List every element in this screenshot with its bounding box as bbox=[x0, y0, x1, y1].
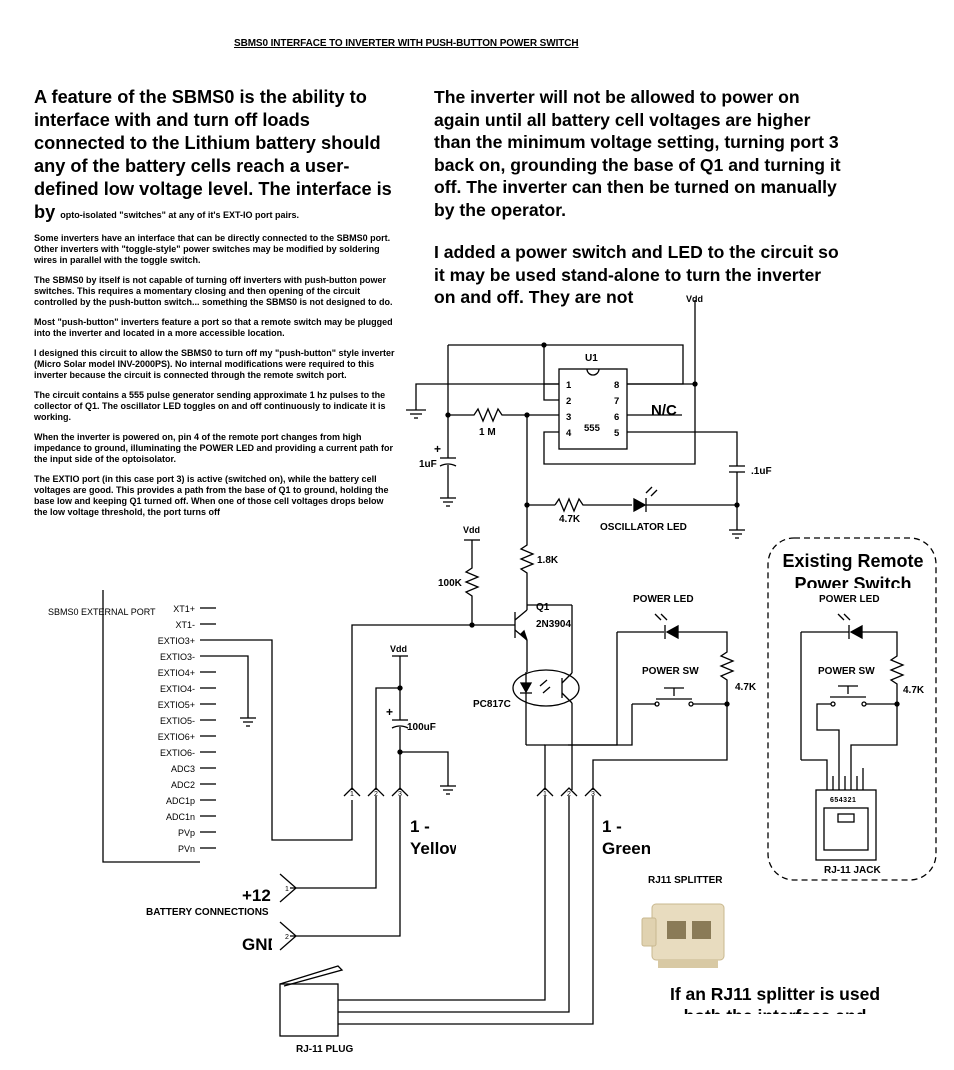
right-paragraph-2: I added a power switch and LED to the ci… bbox=[434, 242, 839, 307]
u1-pin-1: 1 bbox=[566, 380, 572, 391]
gnd-label: GND bbox=[242, 935, 272, 954]
opto-label: PC817C bbox=[473, 699, 511, 710]
sbms-pin-xt1p: XT1+ bbox=[173, 604, 195, 614]
remote-power-sw-label: POWER SW bbox=[818, 666, 875, 677]
yellow-wire-label: 1 - Yellow bbox=[410, 817, 456, 858]
right-text-column: The inverter will not be allowed to powe… bbox=[434, 86, 844, 319]
power-led-label: POWER LED bbox=[633, 594, 694, 605]
q1-part-label: 2N3904 bbox=[536, 619, 571, 630]
sbms-pin-extio5p: EXTIO5+ bbox=[158, 700, 195, 710]
paragraph-7: The EXTIO port (in this case port 3) is … bbox=[34, 474, 389, 517]
c-1uf-label: 1uF bbox=[419, 459, 437, 470]
intro-paragraph: A feature of the SBMS0 is the ability to… bbox=[34, 86, 396, 224]
sbms-pin-xt1n: XT1- bbox=[175, 620, 195, 630]
battery-pin-2: 2 bbox=[285, 934, 289, 941]
plus12-label: +12 bbox=[242, 886, 271, 905]
u1-pin-7: 7 bbox=[614, 396, 619, 407]
u1-label: U1 bbox=[585, 353, 598, 364]
sbms-pin-adc1n: ADC1n bbox=[166, 812, 195, 822]
page-title: SBMS0 INTERFACE TO INVERTER WITH PUSH-BU… bbox=[234, 38, 579, 49]
green-wire-label: 1 - Green bbox=[602, 817, 650, 858]
remote-power-led-label: POWER LED bbox=[819, 594, 880, 605]
sbms-pin-extio3p: EXTIO3+ bbox=[158, 636, 195, 646]
u1-pin-3: 3 bbox=[566, 412, 571, 423]
battery-connections-label: BATTERY CONNECTIONS bbox=[146, 907, 269, 918]
sbms-pin-extio4n: EXTIO4- bbox=[160, 684, 195, 694]
vdd-cap-label: Vdd bbox=[390, 644, 407, 654]
conn-right-pin-3: 3 bbox=[591, 791, 595, 798]
jack-pins-label: 654321 bbox=[830, 797, 856, 804]
conn-left-pin-1: 1 bbox=[350, 791, 354, 798]
remote-r-label: 4.7K bbox=[903, 685, 925, 696]
conn-left-pin-3: 3 bbox=[398, 791, 402, 798]
sbms-port-label: SBMS0 EXTERNAL PORT bbox=[48, 607, 156, 617]
paragraph-6: When the inverter is powered on, pin 4 o… bbox=[34, 432, 394, 464]
existing-remote-title: Existing Remote Power Switch bbox=[782, 551, 924, 588]
battery-pin-1: 1 bbox=[285, 886, 289, 893]
u1-chip bbox=[558, 368, 628, 450]
left-text-column: A feature of the SBMS0 is the ability to… bbox=[34, 86, 396, 568]
sbms-pin-adc1p: ADC1p bbox=[166, 796, 195, 806]
c-1uf-plus: + bbox=[434, 442, 441, 456]
r-1m-label: 1 M bbox=[479, 427, 496, 438]
sbms-pin-extio4p: EXTIO4+ bbox=[158, 668, 195, 678]
paragraph-2: The SBMS0 by itself is not capable of tu… bbox=[34, 275, 393, 307]
splitter-note: If an RJ11 splitter is used both the int… bbox=[669, 984, 881, 1014]
paragraph-5: The circuit contains a 555 pulse generat… bbox=[34, 390, 386, 422]
sbms-pin-extio6n: EXTIO6- bbox=[160, 748, 195, 758]
r-100k-label: 100K bbox=[438, 578, 463, 589]
u1-part-label: 555 bbox=[584, 423, 601, 434]
r-47k-osc-label: 4.7K bbox=[559, 514, 581, 525]
power-sw-label: POWER SW bbox=[642, 666, 699, 677]
conn-right-pin-1: 1 bbox=[543, 791, 547, 798]
nc-label: N/C bbox=[651, 402, 677, 419]
sbms-pin-extio3n: EXTIO3- bbox=[160, 652, 195, 662]
sbms-pin-pvp: PVp bbox=[178, 828, 195, 838]
conn-right-pin-2: 2 bbox=[567, 791, 571, 798]
sbms-pin-adc3: ADC3 bbox=[171, 764, 195, 774]
rj11-jack-label: RJ-11 JACK bbox=[824, 865, 881, 876]
conn-left-pin-2: 2 bbox=[374, 791, 378, 798]
u1-pin-5: 5 bbox=[614, 428, 620, 439]
rj11-plug-label: RJ-11 PLUG bbox=[296, 1044, 353, 1055]
rj11-splitter-image bbox=[641, 903, 725, 968]
sbms-pin-extio6p: EXTIO6+ bbox=[158, 732, 195, 742]
paragraph-1: Some inverters have an interface that ca… bbox=[34, 233, 391, 265]
u1-pin-4: 4 bbox=[566, 428, 572, 439]
u1-pin-2: 2 bbox=[566, 396, 571, 407]
vdd-100k-label: Vdd bbox=[463, 525, 480, 535]
rj11-splitter-label: RJ11 SPLITTER bbox=[648, 875, 723, 886]
intro-small-text: opto-isolated "switches" at any of it's … bbox=[60, 210, 300, 220]
u1-pin-6: 6 bbox=[614, 412, 619, 423]
c-100uf-plus: + bbox=[386, 705, 393, 719]
sbms-pin-extio5n: EXTIO5- bbox=[160, 716, 195, 726]
vdd-top-label: Vdd bbox=[686, 294, 703, 304]
r-18k-label: 1.8K bbox=[537, 555, 559, 566]
u1-pin-8: 8 bbox=[614, 380, 619, 391]
osc-led-label: OSCILLATOR LED bbox=[600, 522, 687, 533]
paragraph-4: I designed this circuit to allow the SBM… bbox=[34, 348, 395, 380]
sbms-pin-adc2: ADC2 bbox=[171, 780, 195, 790]
c-100uf-label: 100uF bbox=[407, 722, 436, 733]
paragraph-3: Most "push-button" inverters feature a p… bbox=[34, 317, 393, 338]
intro-large-text: A feature of the SBMS0 is the ability to… bbox=[34, 87, 392, 222]
r-47k-pwr-label: 4.7K bbox=[735, 682, 757, 693]
right-paragraph-1: The inverter will not be allowed to powe… bbox=[434, 87, 841, 220]
c-01uf-label: .1uF bbox=[751, 466, 772, 477]
sbms-pin-pvn: PVn bbox=[178, 844, 195, 854]
q1-label: Q1 bbox=[536, 602, 550, 613]
